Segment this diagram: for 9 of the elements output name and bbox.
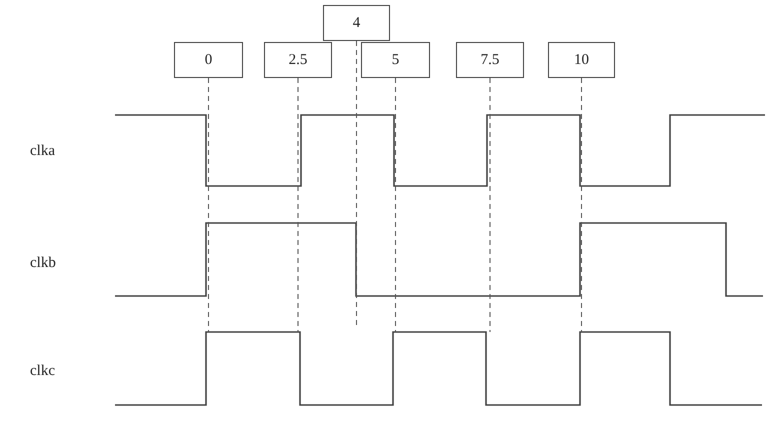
time-marker-box: 2.5	[264, 42, 332, 78]
signal-name: clkc	[30, 362, 55, 381]
time-marker-box: 4	[323, 5, 390, 41]
time-marker-box: 10	[548, 42, 615, 78]
signal-name: clkb	[30, 254, 56, 273]
time-marker-box: 5	[361, 42, 430, 78]
time-marker-box: 7.5	[456, 42, 524, 78]
signal-name: clka	[30, 142, 55, 161]
time-marker-box: 0	[174, 42, 243, 78]
